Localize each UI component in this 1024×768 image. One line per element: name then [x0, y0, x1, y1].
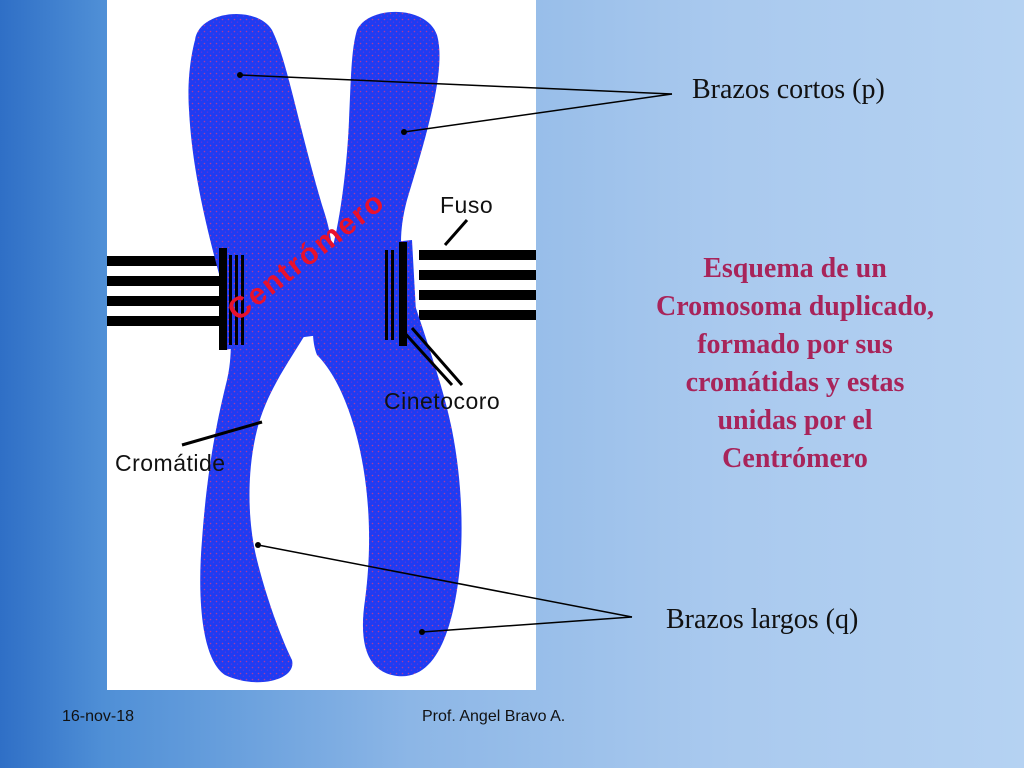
description-line: formado por sus	[697, 329, 893, 360]
description-text: Esquema de un Cromosoma duplicado, forma…	[610, 250, 980, 478]
description-line: Esquema de un	[703, 253, 887, 284]
spindle-fibers-left	[107, 256, 225, 326]
description-line: Centrómero	[722, 443, 868, 474]
label-lines	[181, 219, 469, 447]
cinetocoro-label: Cinetocoro	[384, 388, 501, 414]
kinetochore-right	[385, 242, 407, 346]
chromatid-left	[188, 13, 333, 683]
centromere-region	[225, 230, 417, 350]
description-line: cromátidas y estas	[685, 367, 905, 398]
short-arms-callout: Brazos cortos (p)	[692, 74, 885, 105]
long-arms-callout: Brazos largos (q)	[666, 604, 859, 635]
spindle-fibers-right	[419, 250, 536, 320]
footer-date: 16-nov-18	[62, 708, 135, 725]
kinetochore-left	[219, 248, 244, 350]
chromatid-right	[312, 11, 462, 677]
cromatide-label: Cromátide	[115, 450, 226, 476]
chromosome-illustration	[107, 11, 536, 683]
description-line: unidas por el	[717, 405, 873, 436]
fuso-label: Fuso	[440, 192, 494, 218]
footer-author: Prof. Angel Bravo A.	[422, 708, 566, 725]
description-line: Cromosoma duplicado,	[656, 291, 934, 322]
chromosome-diagram: Fuso Cinetocoro Cromátide	[107, 0, 536, 690]
